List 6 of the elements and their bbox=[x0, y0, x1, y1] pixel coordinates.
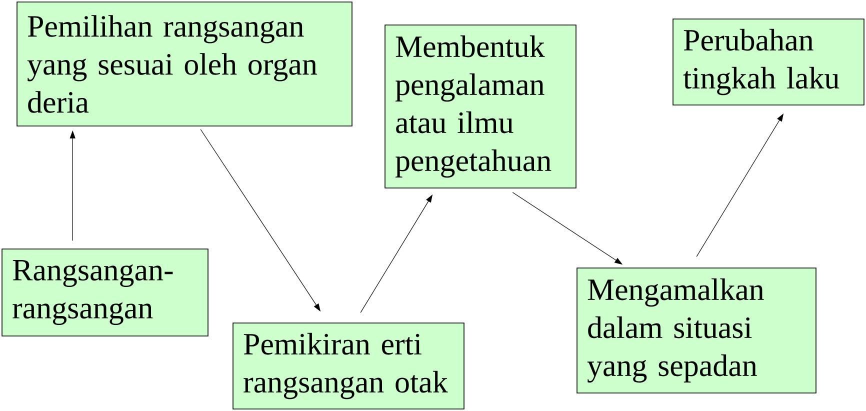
process-box: Mengamalkan dalam situasi yang sepadan bbox=[576, 268, 816, 394]
process-box: Pemilihan rangsangan yang sesuai oleh organ deria bbox=[16, 2, 352, 126]
process-box: Perubahan tingkah laku bbox=[672, 18, 864, 106]
process-box: Membentuk pengalaman atau ilmu pengetahuan bbox=[384, 24, 576, 188]
process-box: Pemikiran erti rangsangan otak bbox=[232, 322, 464, 410]
process-box: Rangsangan-rangsangan bbox=[2, 248, 208, 336]
